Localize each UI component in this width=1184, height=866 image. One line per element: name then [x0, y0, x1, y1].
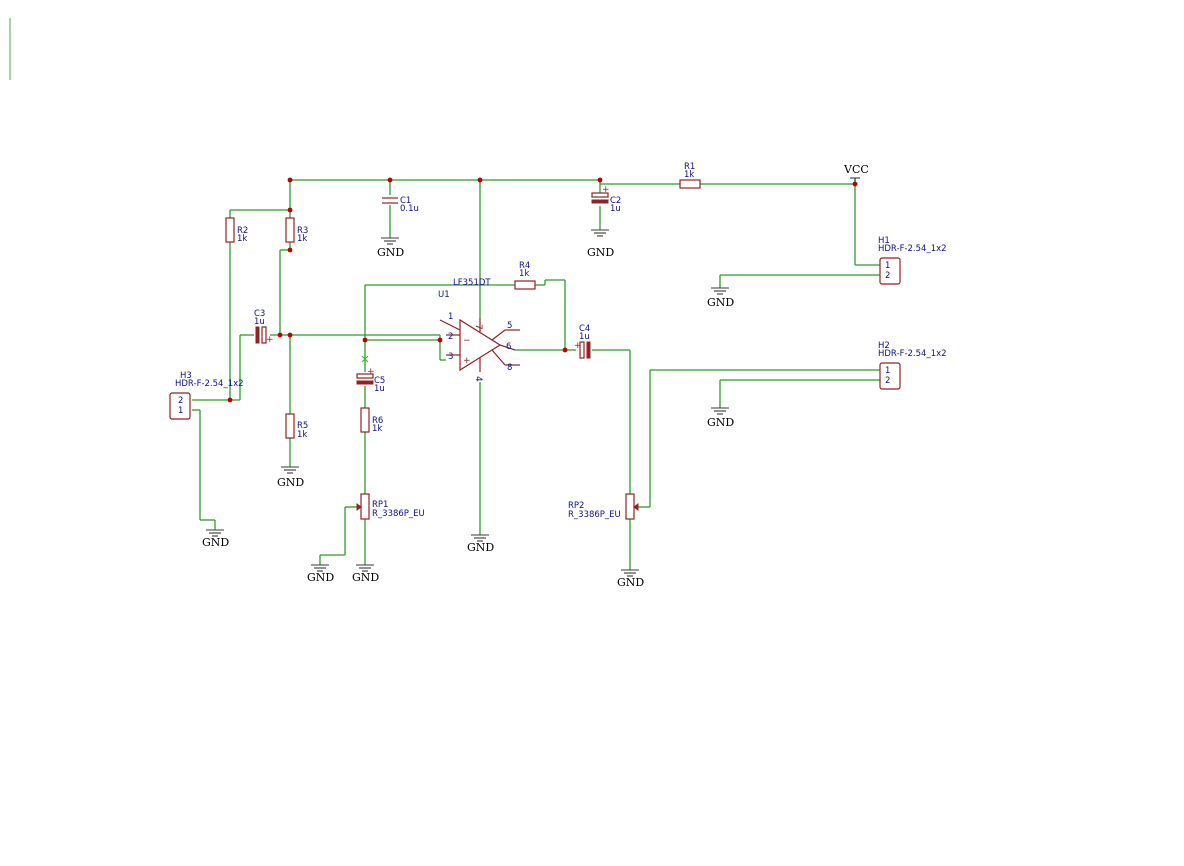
potentiometer-rp1[interactable]: RP1 R_3386P_EU: [356, 493, 425, 520]
gnd-label-c2: GND: [587, 246, 614, 259]
h2-pin2: 2: [885, 376, 890, 386]
c3-polarity: +: [266, 335, 274, 345]
h2-ref: H2: [878, 341, 890, 351]
u1-pin5: 5: [507, 321, 512, 331]
resistor-r2[interactable]: R2 1k: [225, 217, 248, 244]
r5-ref: R5: [297, 421, 308, 431]
h3-ref: H3: [180, 371, 192, 381]
h3-pin1: 1: [178, 406, 183, 416]
c5-ref: C5: [374, 376, 385, 386]
u1-pin3: 3: [448, 352, 453, 362]
u1-pin4: 4: [473, 376, 483, 382]
r2-value: 1k: [237, 234, 247, 244]
rp2-ref: RP2: [568, 501, 584, 511]
resistor-r3[interactable]: R3 1k: [285, 217, 308, 244]
c1-ref: C1: [400, 196, 411, 206]
capacitor-c2[interactable]: + C2 1u: [591, 185, 621, 214]
gnd-c1: GND: [377, 237, 404, 259]
r6-value: 1k: [372, 424, 382, 434]
h2-pin1: 1: [885, 366, 890, 376]
gnd-r5: GND: [277, 466, 304, 489]
vcc-power-symbol: VCC: [843, 163, 869, 184]
gnd-label-h2: GND: [707, 416, 734, 429]
rp1-ref: RP1: [372, 500, 388, 510]
gnd-h3: GND: [202, 529, 229, 549]
resistor-r4[interactable]: R4 1k: [514, 261, 536, 290]
potentiometer-rp2[interactable]: RP2 R_3386P_EU: [568, 493, 639, 520]
u1-pin8: 8: [507, 363, 512, 373]
gnd-rp1-wiper: GND: [307, 564, 334, 584]
header-h3[interactable]: H3 HDR-F-2.54_1x2 2 1: [169, 371, 244, 420]
h1-pin1: 1: [885, 261, 890, 271]
r1-ref: R1: [684, 162, 695, 172]
gnd-label-rp1a: GND: [307, 571, 334, 584]
c2-polarity: +: [602, 185, 610, 195]
u1-pin6: 6: [506, 342, 511, 352]
r1-value: 1k: [684, 170, 694, 180]
h1-value: HDR-F-2.54_1x2: [878, 244, 947, 254]
gnd-h1: GND: [707, 287, 734, 309]
resistor-r5[interactable]: R5 1k: [285, 413, 308, 440]
u1-pin1: 1: [448, 312, 453, 322]
capacitor-c5[interactable]: + C5 1u: [356, 367, 385, 394]
gnd-label-u1: GND: [467, 541, 494, 554]
u1-pin7: 7: [473, 324, 483, 330]
c5-value: 1u: [374, 384, 385, 394]
gnd-u1: GND: [467, 534, 494, 554]
resistor-r1[interactable]: R1 1k: [679, 162, 701, 189]
capacitor-c1[interactable]: C1 0.1u: [382, 196, 419, 214]
header-h2[interactable]: H2 HDR-F-2.54_1x2 1 2: [878, 341, 947, 390]
gnd-rp2: GND: [617, 569, 644, 589]
r6-ref: R6: [372, 416, 383, 426]
c4-polarity: +: [574, 341, 582, 351]
gnd-label-rp1b: GND: [352, 571, 379, 584]
c2-ref: C2: [610, 196, 621, 206]
header-h1[interactable]: H1 HDR-F-2.54_1x2 1 2: [878, 236, 947, 285]
h1-ref: H1: [878, 236, 890, 246]
r4-ref: R4: [519, 261, 530, 271]
gnd-label-h3: GND: [202, 536, 229, 549]
h2-value: HDR-F-2.54_1x2: [878, 349, 947, 359]
r4-value: 1k: [519, 269, 529, 279]
capacitor-c4[interactable]: + C4 1u: [574, 324, 591, 359]
c4-value: 1u: [579, 332, 590, 342]
gnd-label-c1: GND: [377, 246, 404, 259]
c3-ref: C3: [254, 309, 265, 319]
vcc-label: VCC: [843, 163, 869, 176]
no-connect-marker: [361, 355, 369, 363]
gnd-rp1: GND: [352, 564, 379, 584]
c2-value: 1u: [610, 204, 621, 214]
gnd-label-h1: GND: [707, 296, 734, 309]
capacitor-c3[interactable]: + C3 1u: [254, 309, 274, 345]
c4-ref: C4: [579, 324, 590, 334]
r3-ref: R3: [297, 226, 308, 236]
u1-pin2: 2: [448, 332, 453, 342]
r2-ref: R2: [237, 226, 248, 236]
resistor-r6[interactable]: R6 1k: [360, 407, 383, 434]
u1-minus: −: [463, 336, 471, 346]
u1-plus: +: [463, 356, 471, 366]
gnd-h2: GND: [707, 407, 734, 429]
opamp-u1[interactable]: − + 1 2 3 5 6 8 7 4 LF351DT U1: [438, 278, 520, 382]
gnd-label-rp2: GND: [617, 576, 644, 589]
junctions: [227, 177, 858, 403]
wires: [192, 178, 880, 570]
c1-value: 0.1u: [400, 204, 419, 214]
u1-ref: U1: [438, 290, 450, 300]
h3-pin2: 2: [178, 396, 183, 406]
c3-value: 1u: [254, 317, 265, 327]
h3-value: HDR-F-2.54_1x2: [175, 379, 244, 389]
h1-pin2: 2: [885, 271, 890, 281]
r5-value: 1k: [297, 430, 307, 440]
rp2-value: R_3386P_EU: [568, 510, 621, 520]
rp1-value: R_3386P_EU: [372, 509, 425, 519]
c5-polarity: +: [367, 367, 375, 377]
gnd-c2: GND: [587, 229, 614, 259]
u1-value: LF351DT: [453, 278, 491, 288]
gnd-label-r5: GND: [277, 476, 304, 489]
r3-value: 1k: [297, 234, 307, 244]
